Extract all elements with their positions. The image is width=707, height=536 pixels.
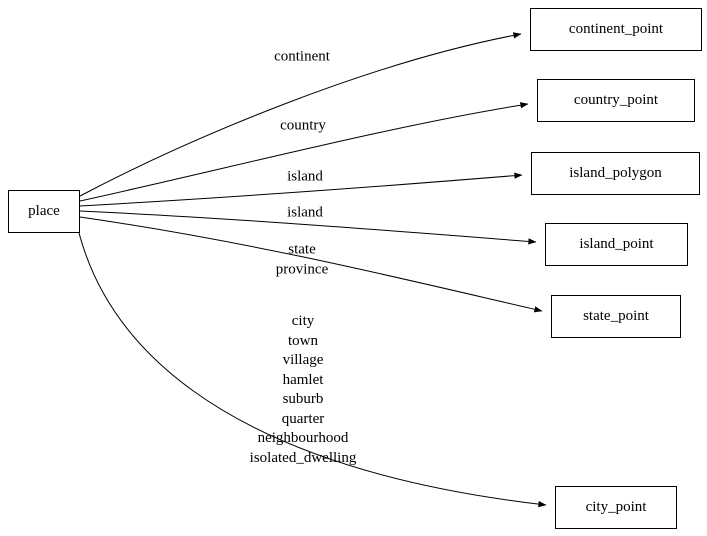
edge-place-island-polygon	[79, 172, 523, 207]
edge-place-country-point	[79, 102, 529, 202]
node-continent-point-label: continent_point	[568, 21, 664, 37]
node-island-point: island_point	[545, 223, 688, 266]
node-place-label: place	[28, 203, 60, 219]
node-country-point-label: country_point	[573, 92, 659, 108]
node-continent-point: continent_point	[530, 8, 702, 51]
node-island-polygon: island_polygon	[531, 152, 700, 195]
node-state-point: state_point	[551, 295, 681, 338]
node-city-point-label: city_point	[585, 499, 647, 515]
edge-label-continent: continent	[274, 48, 330, 65]
edge-label-state-province: state province	[275, 241, 329, 278]
edge-place-state-point	[79, 216, 543, 313]
edge-place-city-point	[78, 232, 547, 508]
edge-place-island-point	[79, 210, 537, 245]
edge-label-city-group: city town village hamlet suburb quarter …	[249, 313, 357, 466]
edge-place-continent-point	[79, 32, 522, 197]
node-place: place	[8, 190, 80, 233]
edge-label-country: country	[280, 117, 326, 134]
node-country-point: country_point	[537, 79, 695, 122]
node-island-point-label: island_point	[579, 236, 654, 252]
node-city-point: city_point	[555, 486, 677, 529]
node-state-point-label: state_point	[583, 308, 649, 324]
edge-label-island-point: island	[287, 204, 323, 221]
node-island-polygon-label: island_polygon	[569, 165, 662, 181]
edge-label-island-polygon: island	[287, 168, 323, 185]
